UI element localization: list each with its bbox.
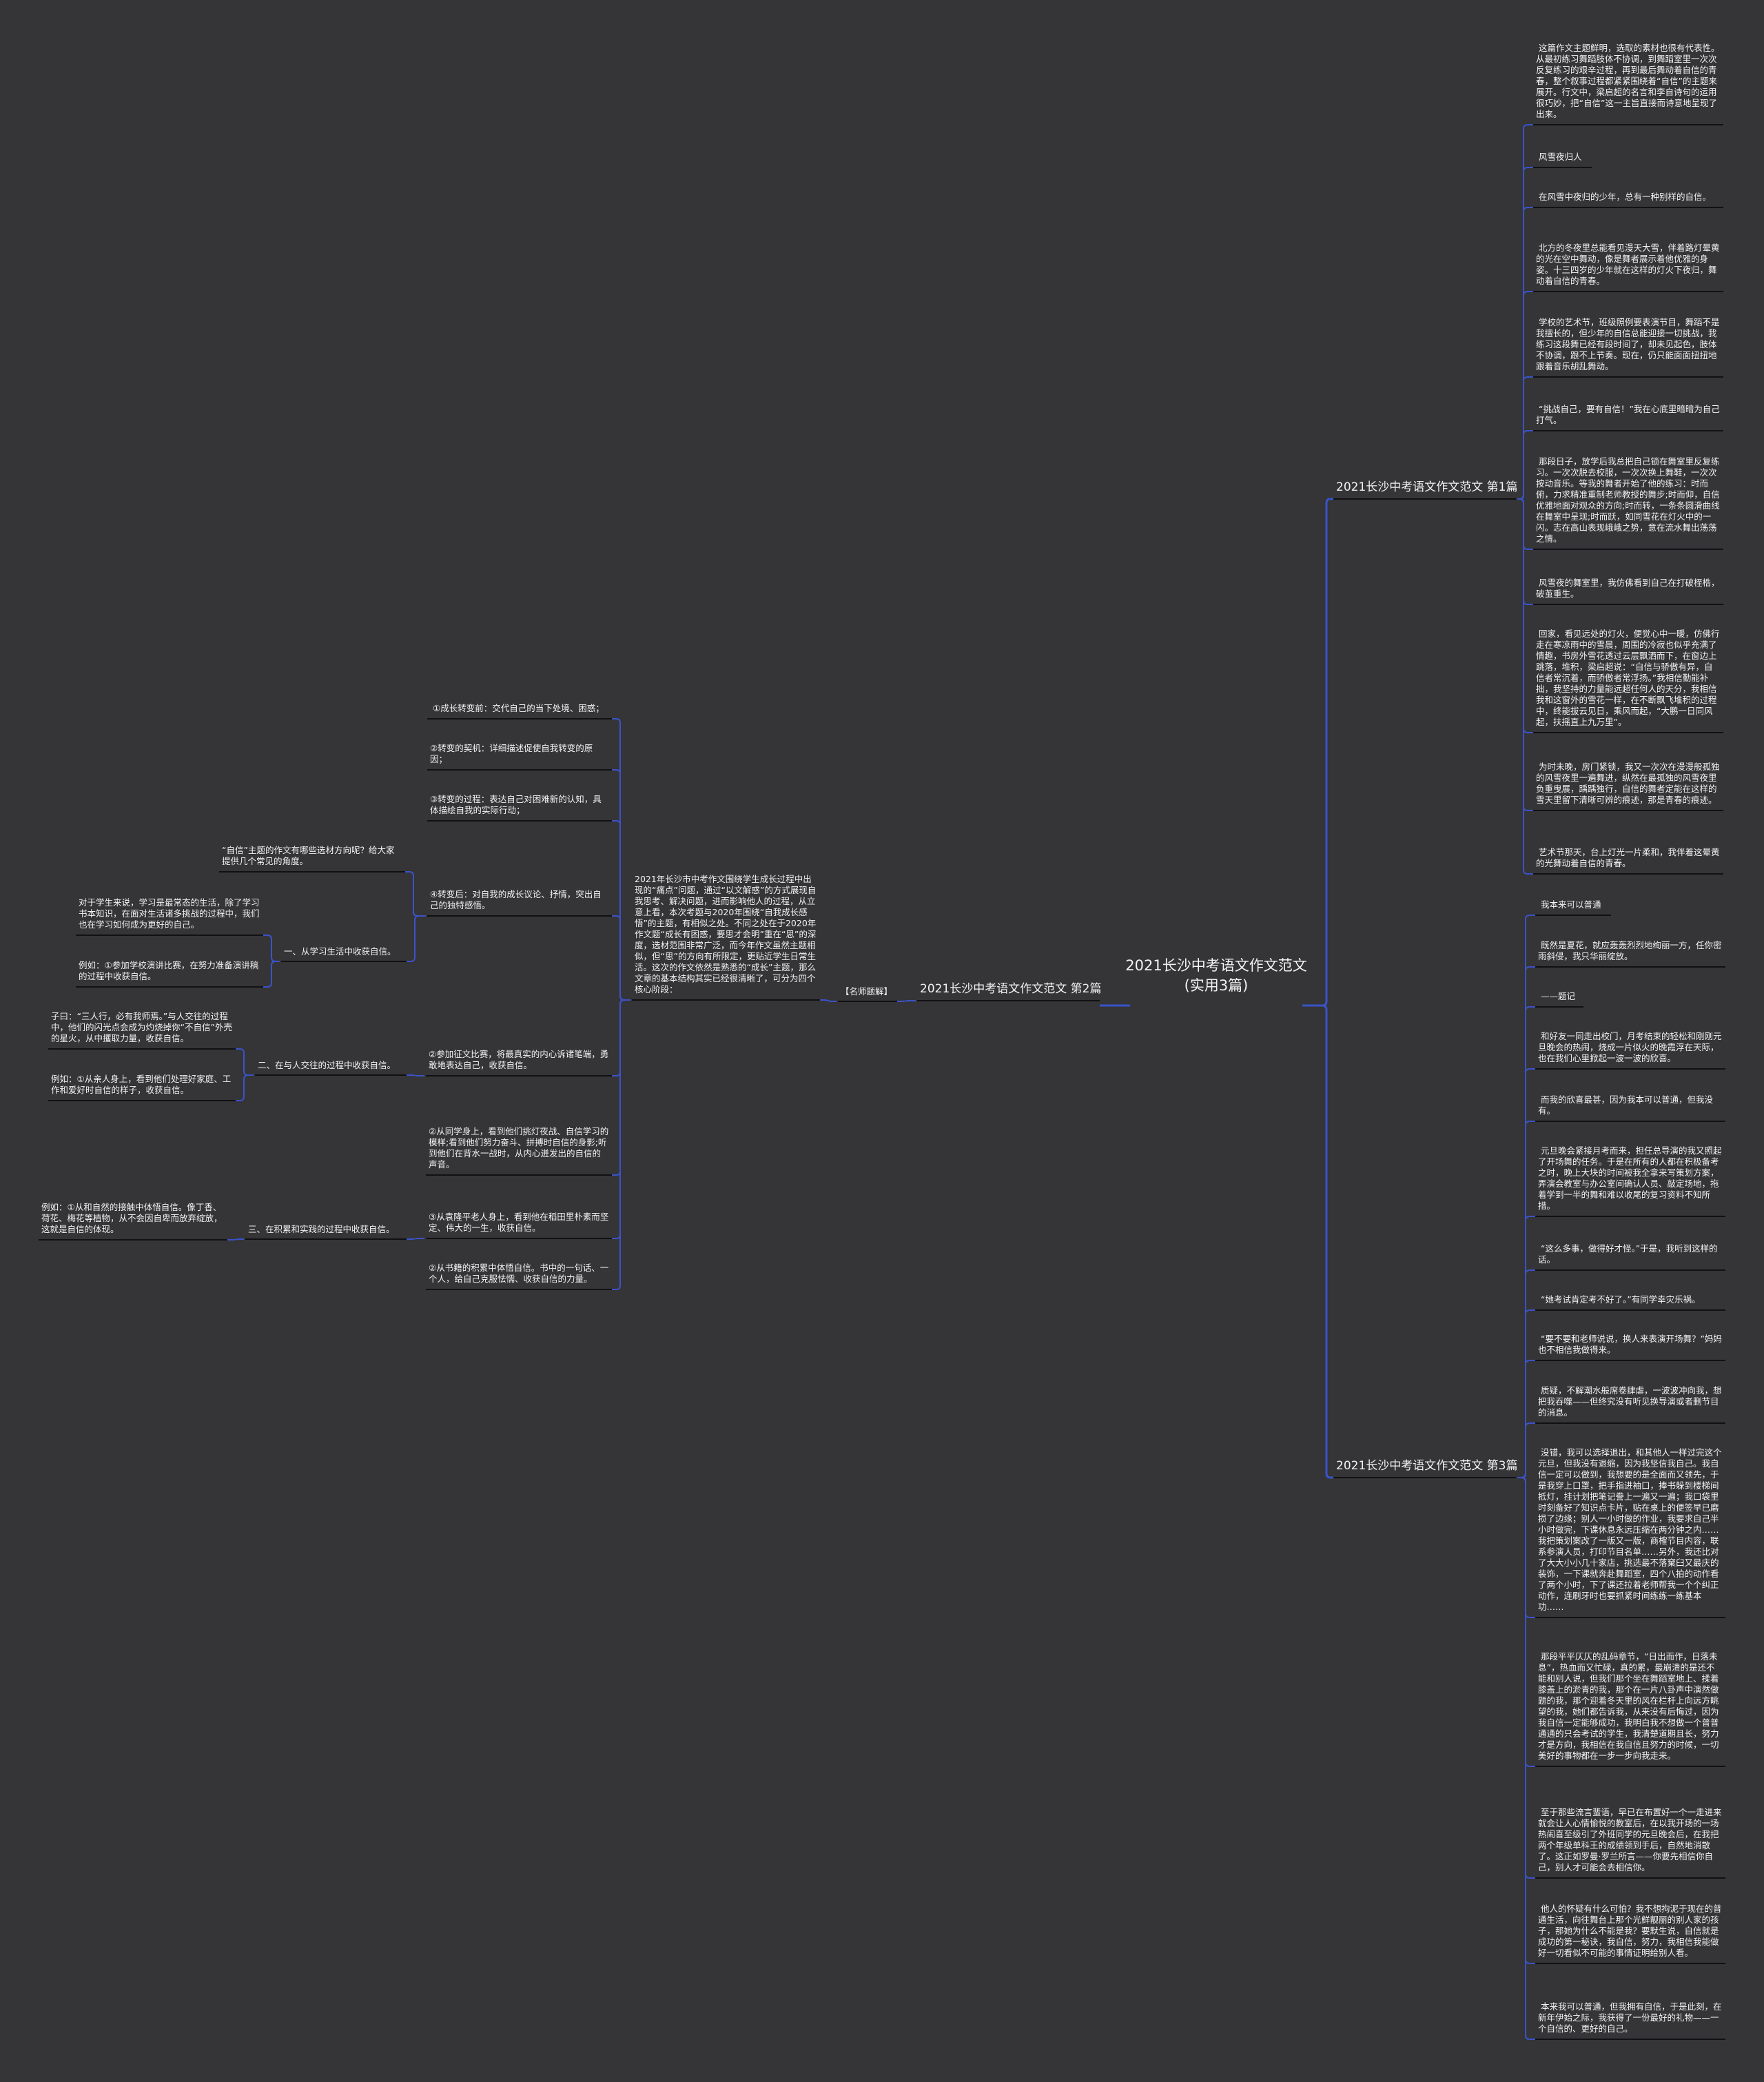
direction-2-label[interactable]: 二、在与人交往的过程中收获自信。 [255,1060,407,1076]
connector [1517,498,1533,550]
connector [1517,291,1533,500]
branch-3-label[interactable]: 2021长沙中考语文作文范文 第3篇 [1333,1458,1517,1478]
b3-item: 至于那些流言蜚语，早已在布置好一个一走进来就会让人心情愉悦的教室后，在以我开场的… [1535,1807,1725,1879]
connector [1517,498,1533,875]
b1-item: 这篇作文主题鲜明，选取的素材也很有代表性。从最初练习舞蹈肢体不协调，到舞蹈室里一… [1533,43,1723,125]
b3-item: “这么多事，做得好才怪。”于是，我听到这样的话。 [1535,1243,1725,1271]
connector [612,820,630,1001]
connector [227,1238,244,1241]
connector [1517,498,1533,733]
direction-1-item: 对于学生来说，学习是最常态的生活，除了学习书本知识，在面对生活诸多挑战的过程中，… [76,897,263,936]
connector [263,961,280,988]
direction-3-label[interactable]: 三、在积累和实践的过程中收获自信。 [245,1224,407,1240]
connector [612,999,630,1239]
b1-item: 艺术节那天，台上灯光一片柔和，我伴着这晕黄的光舞动着自信的青春。 [1533,847,1723,875]
direction-3-item: 例如：①从和自然的接触中体悟自信。像丁香、荷花、梅花等植物，从不会因自卑而放弃绽… [39,1202,227,1241]
b1-item: 风雪夜的舞室里，我仿佛看到自己在打破桎梏，破茧重生。 [1533,578,1723,605]
branch-1-label[interactable]: 2021长沙中考语文作文范文 第1篇 [1333,480,1517,500]
b3-item: 和好友一同走出校门，月考结束的轻松和刚刚元旦晚会的热闹，烧成一片似火的晚霞浮在天… [1535,1031,1725,1070]
connector [612,999,630,1290]
direction-2-item: 子曰：“三人行，必有我师焉。”与人交往的过程中，他们的闪光点会成为灼烧掉你“不自… [48,1011,236,1050]
b2-stage: ③转变的过程：表达自己对困难新的认知，具体描绘自我的实际行动； [427,794,612,821]
b3-item: 那段平平仄仄的乱码章节，“日出而作，日落未息”，热血而又忙碌，真的累，最崩溃的是… [1535,1651,1725,1767]
b2-example: ②从书籍的积累中体悟自信。书中的一句话、一个人，给自己克服怯懦、收获自信的力量。 [426,1263,612,1290]
connector [820,999,837,1002]
connector [1517,498,1533,605]
connector [612,999,630,1076]
connector [263,935,280,962]
root-title[interactable]: 2021长沙中考语文作文范文(实用3篇) [1125,957,1307,994]
connector [1517,498,1533,811]
b3-item: 我本来可以普通 [1535,899,1611,916]
connector [1302,1004,1333,1479]
connector [407,1238,424,1240]
connector [612,769,630,1001]
b2-stage: ②转变的契机：详细描述促使自我转变的原因； [427,743,612,770]
b3-item: 他人的怀疑有什么可怕？我不想拘泥于现在的普通生活，向往舞台上那个光鲜靓丽的别人家… [1535,1904,1725,1964]
b3-item: “她考试肯定考不好了。”有同学幸灾乐祸。 [1535,1294,1725,1311]
b1-item: “挑战自己，要有自信！”我在心底里暗暗为自己打气。 [1533,404,1723,431]
connector [405,871,426,917]
connector [236,1048,254,1076]
b3-item: 而我的欣喜最甚，因为我本可以普通，但我没有。 [1535,1094,1725,1122]
b3-item: 本来我可以普通，但我拥有自信，于是此刻，在新年伊始之际，我获得了一份最好的礼物—… [1535,2001,1725,2040]
connector [1302,498,1333,1007]
connector [1517,376,1533,500]
b2-example: ②从同学身上，看到他们挑灯夜战、自信学习的模样;看到他们努力奋斗、拼搏时自信的身… [426,1126,612,1176]
b1-item: 在风雪中夜归的少年，总有一种别样的自信。 [1533,192,1723,208]
connector [1517,1477,1535,2040]
connector [407,915,426,962]
branch-2-label[interactable]: 2021长沙中考语文作文范文 第2篇 [917,981,1101,1001]
connector [1517,207,1533,500]
connector [612,718,630,1001]
direction-2-item: 例如：①从亲人身上，看到他们处理好家庭、工作和爱好时自信的样子，收获自信。 [48,1074,236,1101]
b3-item: 质疑，不解潮水般席卷肆虐，一波波冲向我，想把我吞噬——但终究没有听见换导演或者删… [1535,1385,1725,1424]
b3-item: 元旦晚会紧接月考而来，担任总导演的我又照起了开场舞的任务。于是在所有的人都在积极… [1535,1145,1725,1217]
teacher-analysis-tag[interactable]: 【名师题解】 [838,986,897,1002]
connector [236,1074,254,1101]
b2-stage: ④转变后：对自我的成长议论、抒情，突出自己的独特感悟。 [427,889,612,917]
b2-stage: ①成长转变前：交代自己的当下处境、困惑； [427,703,612,719]
connector [1517,167,1533,500]
b2-intro: 2021年长沙市中考作文围绕学生成长过程中出现的“痛点”问题，通过“以文解惑”的… [632,874,820,1001]
b3-item: 既然是夏花，就应轰轰烈烈地绚丽一方，任你密雨斜侵，我只华丽绽放。 [1535,940,1725,968]
b2-example: ②参加征文比赛，将最真实的内心诉诸笔端，勇敢地表达自己，收获自信。 [426,1049,612,1076]
b3-item: ——题记 [1535,991,1583,1008]
connector [612,915,630,1001]
connector [407,1074,424,1076]
connector [1517,1422,1535,1478]
b1-item: 风雪夜归人 [1533,152,1592,168]
connector [1517,124,1533,500]
b3-item: “要不要和老师说说，换人来表演开场舞？”妈妈也不相信我做得来。 [1535,1334,1725,1361]
b3-item: 没错，我可以选择退出，和其他人一样过完这个元旦，但我没有退缩，因为我坚信我自己。… [1535,1447,1725,1618]
connector [612,999,630,1176]
b2-example: ③从袁隆平老人身上，看到他在稻田里朴素而坚定、伟大的一生，收获自信。 [426,1212,612,1239]
connector [1517,430,1533,500]
b1-item: 回家，看见远处的灯火，便觉心中一暖，仿佛行走在寒凉雨中的雪晨，周围的冷寂也似乎充… [1533,629,1723,733]
b1-item: 那段日子，放学后我总把自己锁在舞室里反复练习。一次次脱去校服，一次次换上舞鞋，一… [1533,456,1723,550]
b2-question: “自信”主题的作文有哪些选材方向呢？给大家提供几个常见的角度。 [219,845,405,872]
b1-item: 为时未晚，房门紧锁，我又一次次在漫漫般孤独的风雪夜里一遍舞进，纵然在最孤独的风雪… [1533,762,1723,811]
b1-item: 学校的艺术节，班级照例要表演节目，舞蹈不是我擅长的，但少年的自信总能迎接一切挑战… [1533,317,1723,378]
direction-1-item: 例如：①参加学校演讲比赛，在努力准备演讲稿的过程中收获自信。 [76,960,263,988]
b1-item: 北方的冬夜里总能看见漫天大雪，伴着路灯晕黄的光在空中舞动，像是舞者展示着他优雅的… [1533,243,1723,292]
direction-1-label[interactable]: 一、从学习生活中收获自信。 [281,946,407,962]
